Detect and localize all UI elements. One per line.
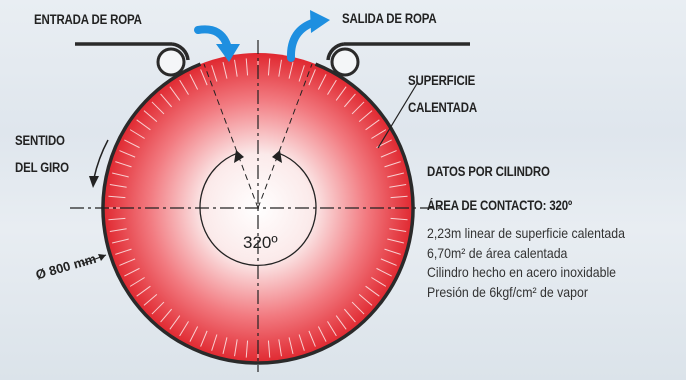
data-heading: DATOS POR CILINDRO	[427, 164, 550, 179]
rotation-arrow-icon	[89, 139, 109, 188]
angle-arc	[199, 152, 317, 266]
spec-line-pressure: Presión de 6kgf/cm² de vapor	[427, 283, 588, 300]
angle-line-right	[257, 63, 313, 209]
curved-arrow-down-icon	[194, 25, 240, 62]
surface-label-line2: CALENTADA	[408, 100, 478, 115]
contact-area-heading: ÁREA DE CONTACTO: 320º	[427, 198, 572, 213]
spec-line-area: 6,70m² de área calentada	[427, 244, 568, 261]
rotation-label-line1: SENTIDO	[15, 133, 65, 148]
angle-line-left	[203, 63, 259, 209]
curved-arrow-up-icon	[286, 10, 330, 62]
exit-roller	[330, 47, 360, 77]
belt	[101, 62, 415, 365]
rotation-label-line2: DEL GIRO	[15, 160, 69, 175]
entry-roller	[156, 47, 186, 77]
heat-ticks	[108, 58, 408, 358]
entry-label: ENTRADA DE ROPA	[34, 12, 142, 27]
angle-label: 320º	[243, 233, 278, 252]
exit-label: SALIDA DE ROPA	[342, 11, 437, 26]
surface-label-line1: SUPERFICIE	[408, 73, 476, 88]
spec-line-material: Cilindro hecho en acero inoxidable	[427, 264, 617, 280]
surface-pointer	[377, 81, 419, 149]
specs-list: 2,23m linear de superficie calentada 6,7…	[427, 224, 625, 302]
spec-line-linear: 2,23m linear de superficie calentada	[427, 225, 625, 241]
